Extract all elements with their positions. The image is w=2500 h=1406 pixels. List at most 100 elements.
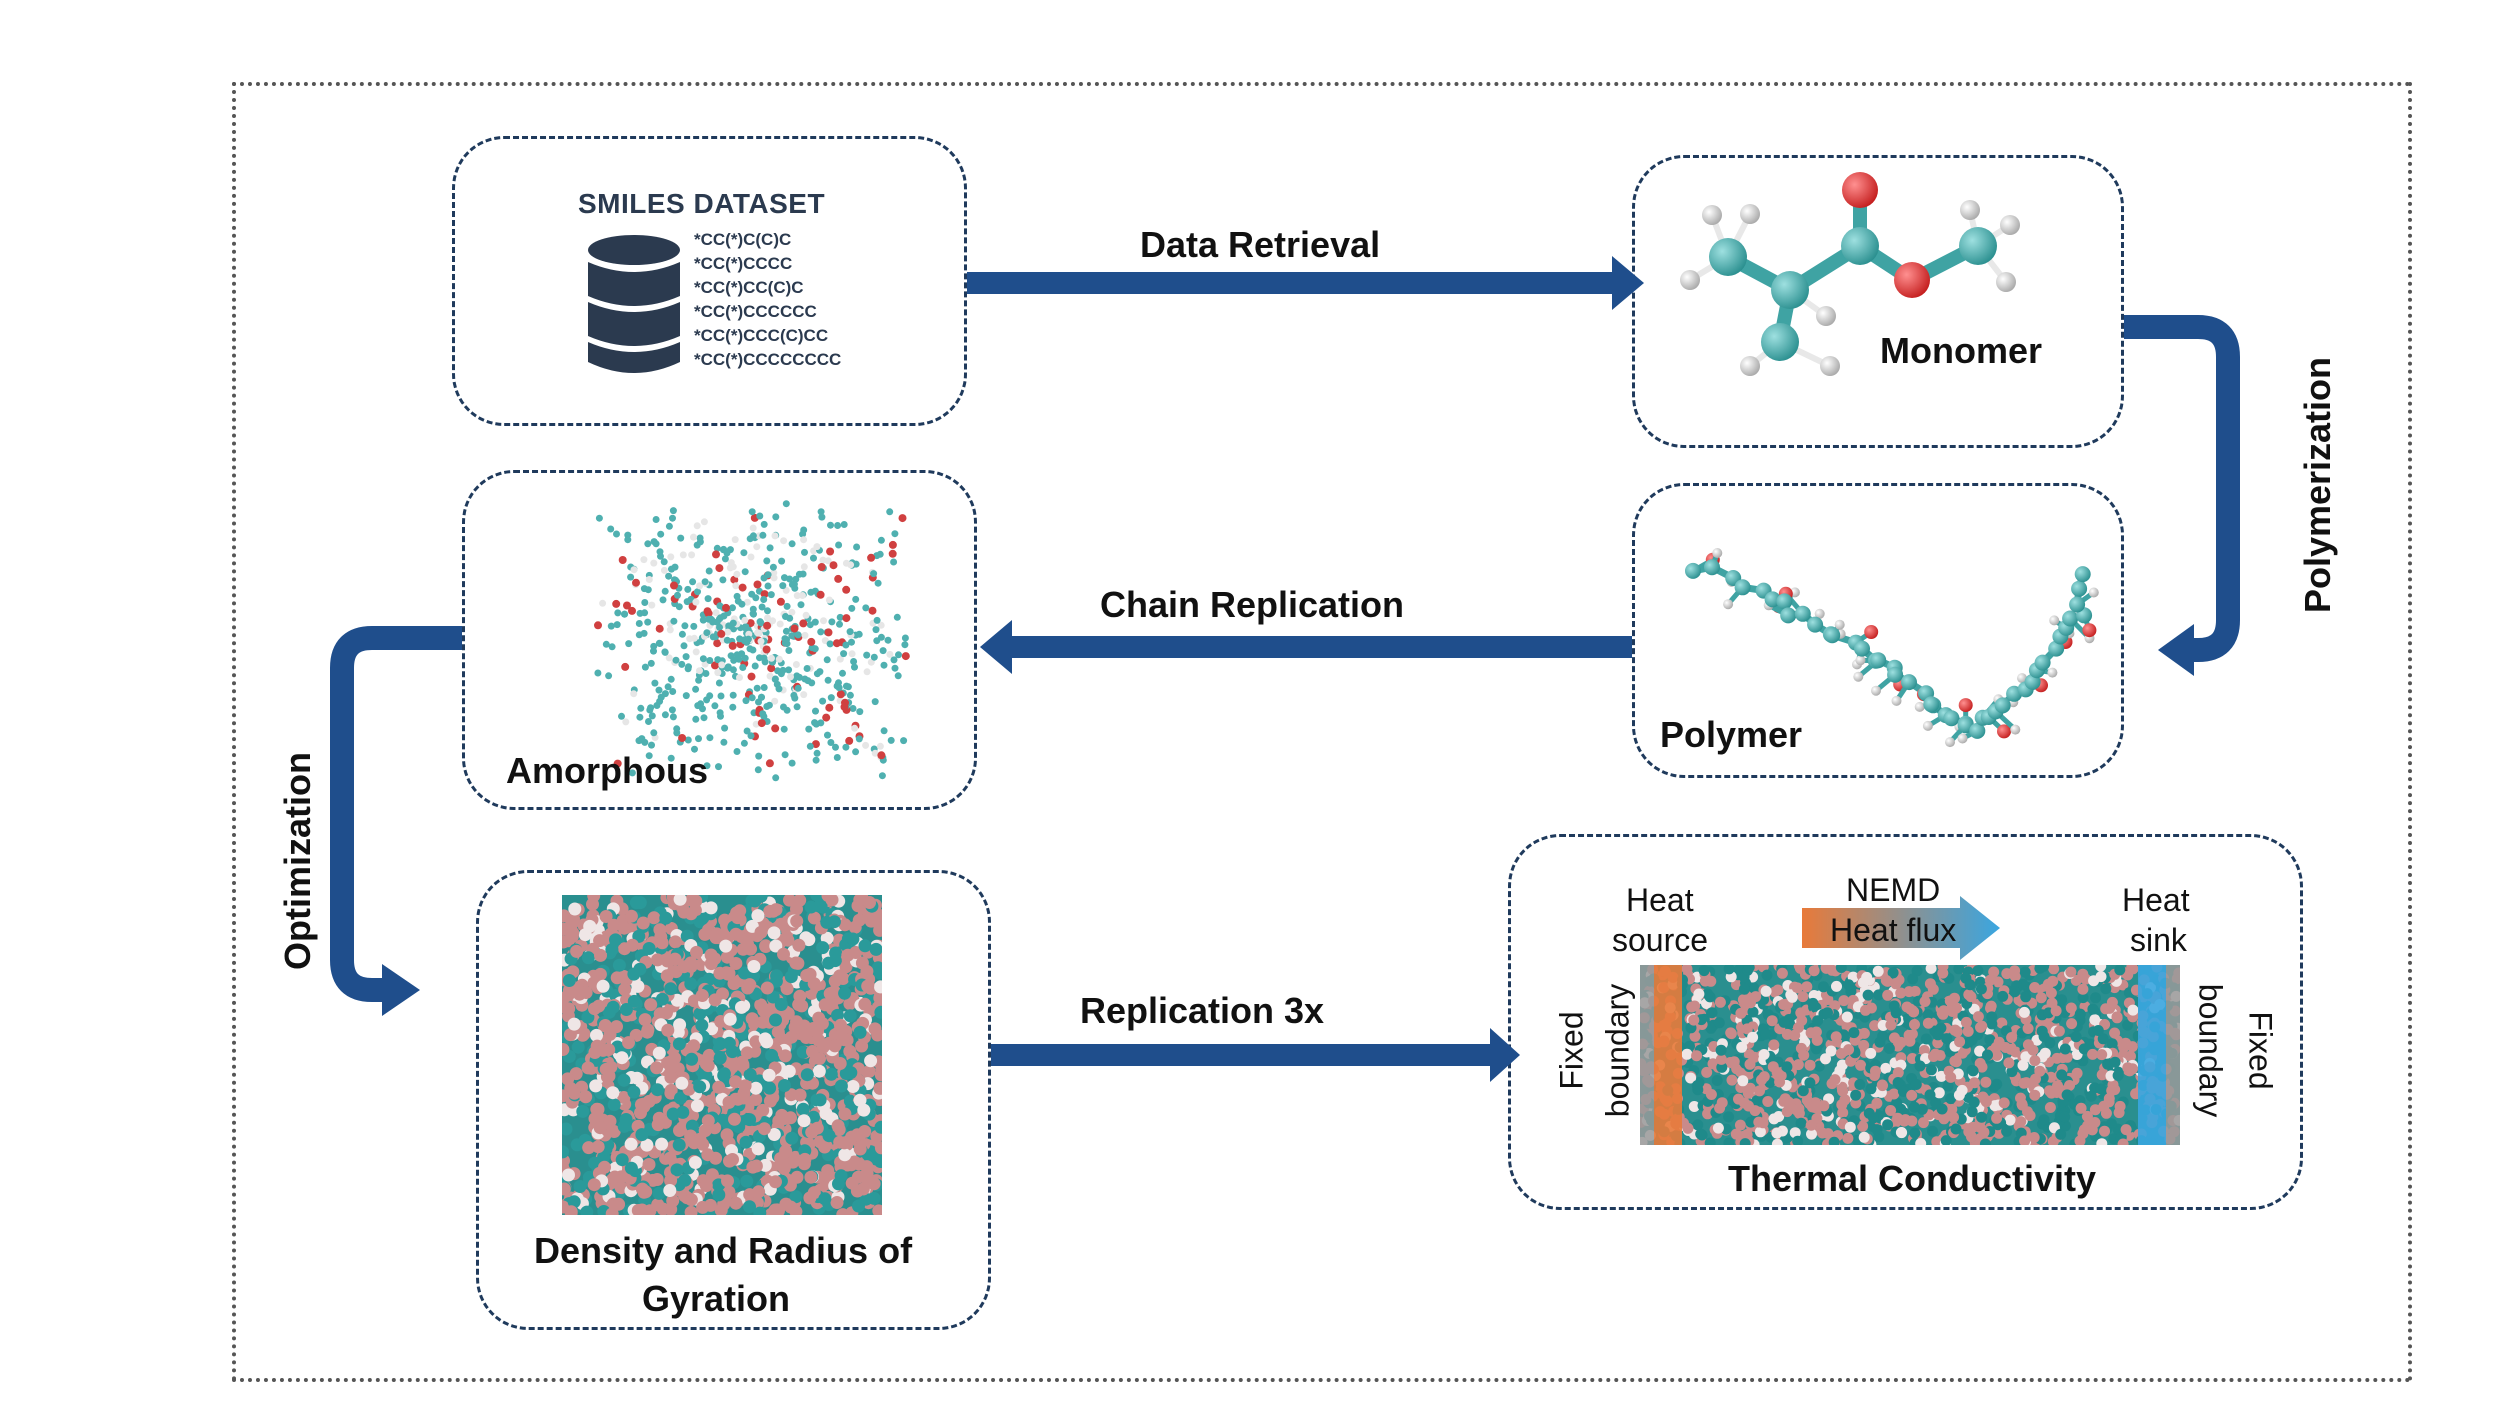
bead <box>810 895 824 902</box>
bead <box>659 911 673 925</box>
carbon-atom <box>1943 710 1960 727</box>
cluster-atom <box>856 708 864 716</box>
bead <box>738 1079 752 1093</box>
cluster-atom <box>812 756 820 764</box>
cluster-atom <box>757 719 766 728</box>
bead <box>635 1128 649 1142</box>
bead <box>1976 1111 1988 1123</box>
bead <box>2055 1128 2067 1140</box>
bead <box>1975 1021 1986 1033</box>
carbon-atom <box>1870 652 1887 669</box>
cluster-atom <box>665 522 673 530</box>
bead <box>562 974 576 987</box>
bead <box>673 1018 687 1032</box>
cluster-atom <box>674 591 681 599</box>
bead <box>2099 1125 2110 1137</box>
cluster-atom <box>644 618 652 626</box>
cluster-atom <box>780 537 788 545</box>
cluster-atom <box>817 508 825 516</box>
bead <box>836 1208 850 1215</box>
data-retrieval-label: Data Retrieval <box>1140 224 1381 265</box>
bead <box>1754 1126 1766 1138</box>
bead <box>853 1025 867 1039</box>
bead <box>2127 965 2139 975</box>
cluster-atom <box>811 587 819 595</box>
cluster-atom <box>711 702 719 710</box>
bead <box>735 1000 748 1014</box>
bead <box>1950 1056 1962 1068</box>
bead <box>828 974 842 988</box>
cluster-atom <box>690 533 697 541</box>
bead <box>1686 1001 1698 1013</box>
bead <box>2020 991 2032 1003</box>
bead <box>800 1068 814 1082</box>
cluster-atom <box>817 628 825 636</box>
cluster-atom <box>888 540 897 549</box>
bead <box>668 952 682 966</box>
bead <box>838 1107 852 1121</box>
cluster-atom <box>748 508 756 516</box>
bead <box>1936 1103 1948 1115</box>
bead <box>1808 965 1820 977</box>
bead <box>579 1090 593 1104</box>
bead <box>763 1094 777 1108</box>
hydrogen-atom <box>1814 608 1825 619</box>
cluster-atom <box>788 632 796 640</box>
bead <box>783 895 796 907</box>
cluster-atom <box>657 693 665 701</box>
bead <box>1681 965 1693 975</box>
bead <box>1829 1074 1841 1086</box>
cluster-atom <box>741 654 749 662</box>
bead <box>838 986 852 1000</box>
bead <box>769 1013 782 1027</box>
bead <box>564 1205 578 1215</box>
bead <box>1766 1015 1778 1027</box>
bead <box>708 993 722 1007</box>
bead <box>1828 1136 1840 1145</box>
cluster-atom <box>898 514 907 523</box>
bead <box>2096 1138 2108 1145</box>
bead <box>873 1081 882 1095</box>
carbon-atom <box>1887 666 1904 683</box>
cluster-atom <box>749 646 757 654</box>
cluster-atom <box>799 592 806 599</box>
bead <box>1883 1043 1895 1054</box>
cluster-atom <box>840 650 848 658</box>
bead <box>1715 1044 1727 1056</box>
hydrogen-atom <box>1922 720 1933 731</box>
cluster-atom <box>692 648 700 656</box>
bead <box>824 1067 838 1081</box>
bead <box>2003 1057 2015 1069</box>
bead <box>761 1003 775 1017</box>
bead <box>593 1121 607 1135</box>
cluster-atom <box>651 679 659 687</box>
bead <box>863 896 876 909</box>
cluster-atom <box>740 739 748 747</box>
bead <box>605 943 619 957</box>
bead <box>1865 1083 1877 1095</box>
cluster-atom <box>624 536 632 544</box>
bead <box>2081 1110 2093 1122</box>
bead <box>625 938 639 952</box>
cluster-atom <box>847 561 855 569</box>
cluster-atom <box>703 629 711 637</box>
cluster-atom <box>776 597 785 606</box>
bead <box>673 895 687 906</box>
cluster-atom <box>715 763 722 771</box>
cluster-atom <box>740 549 748 557</box>
cluster-atom <box>785 647 793 654</box>
bead <box>871 1028 882 1042</box>
cluster-atom <box>700 714 708 722</box>
bead <box>818 1140 832 1154</box>
bead <box>874 1155 882 1168</box>
bead <box>1892 1067 1904 1079</box>
bead <box>1734 1119 1746 1131</box>
cluster-atom <box>628 769 636 777</box>
bead <box>562 1072 575 1086</box>
cluster-atom <box>816 590 825 599</box>
polymer-label: Polymer <box>1660 714 1803 755</box>
cluster-atom <box>613 530 620 538</box>
bead <box>655 992 669 1006</box>
cluster-atom <box>834 522 842 529</box>
cluster-atom <box>824 557 832 565</box>
